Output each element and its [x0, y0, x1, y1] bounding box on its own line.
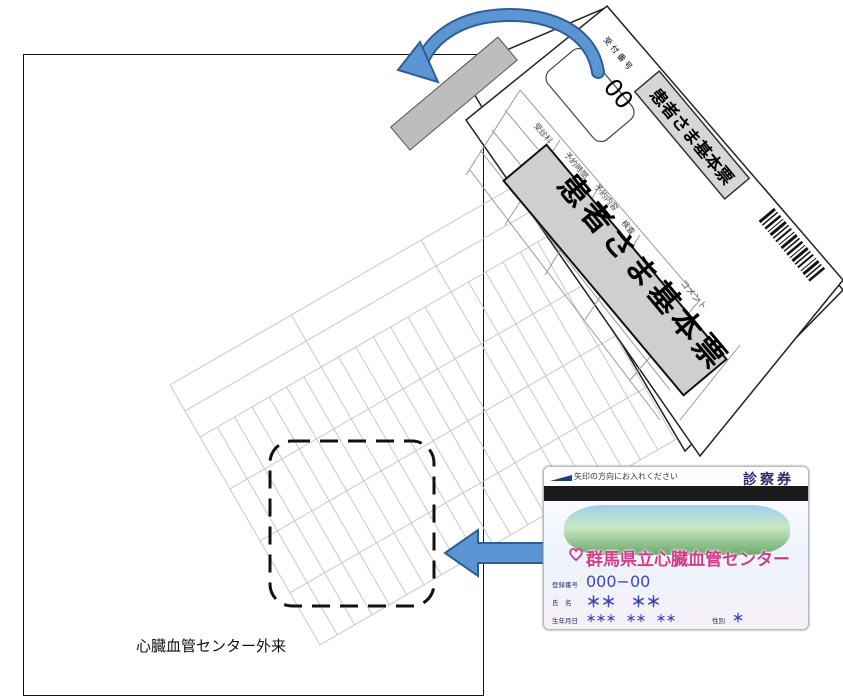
card-title: 診察券 — [743, 472, 794, 488]
hospital-photo — [564, 505, 790, 555]
registration-value: 000−00 — [586, 572, 651, 591]
sex-label: 性別 — [712, 617, 725, 625]
sex-value: ＊ — [732, 611, 745, 625]
card-top-area — [544, 467, 808, 487]
clinic-label: 心臓血管センター外来 — [136, 637, 287, 655]
birthdate-label: 生年月日 — [552, 617, 578, 625]
card-insert-hint: 矢印の方向にお入れください — [574, 472, 678, 481]
card-slot-dashed-box — [268, 439, 436, 608]
patient-id-card: 矢印の方向にお入れください 診察券 群馬県立心臓血管センター 登録番号 000−… — [543, 466, 809, 630]
heart-logo-icon — [569, 548, 583, 562]
card-insert-arrow-icon — [550, 475, 572, 481]
ghost-form — [169, 169, 694, 646]
hospital-name: 群馬県立心臓血管センター — [586, 550, 790, 570]
magnetic-stripe — [544, 486, 808, 501]
base-form-sheet — [389, 4, 843, 458]
birthdate-value: ＊＊＊ ＊＊ ＊＊ — [586, 614, 676, 625]
curved-arrow — [396, 8, 605, 84]
name-label: 氏 名 — [552, 599, 572, 607]
registration-label: 登録番号 — [552, 581, 578, 589]
name-value: ＊＊ ＊＊ — [586, 593, 662, 611]
